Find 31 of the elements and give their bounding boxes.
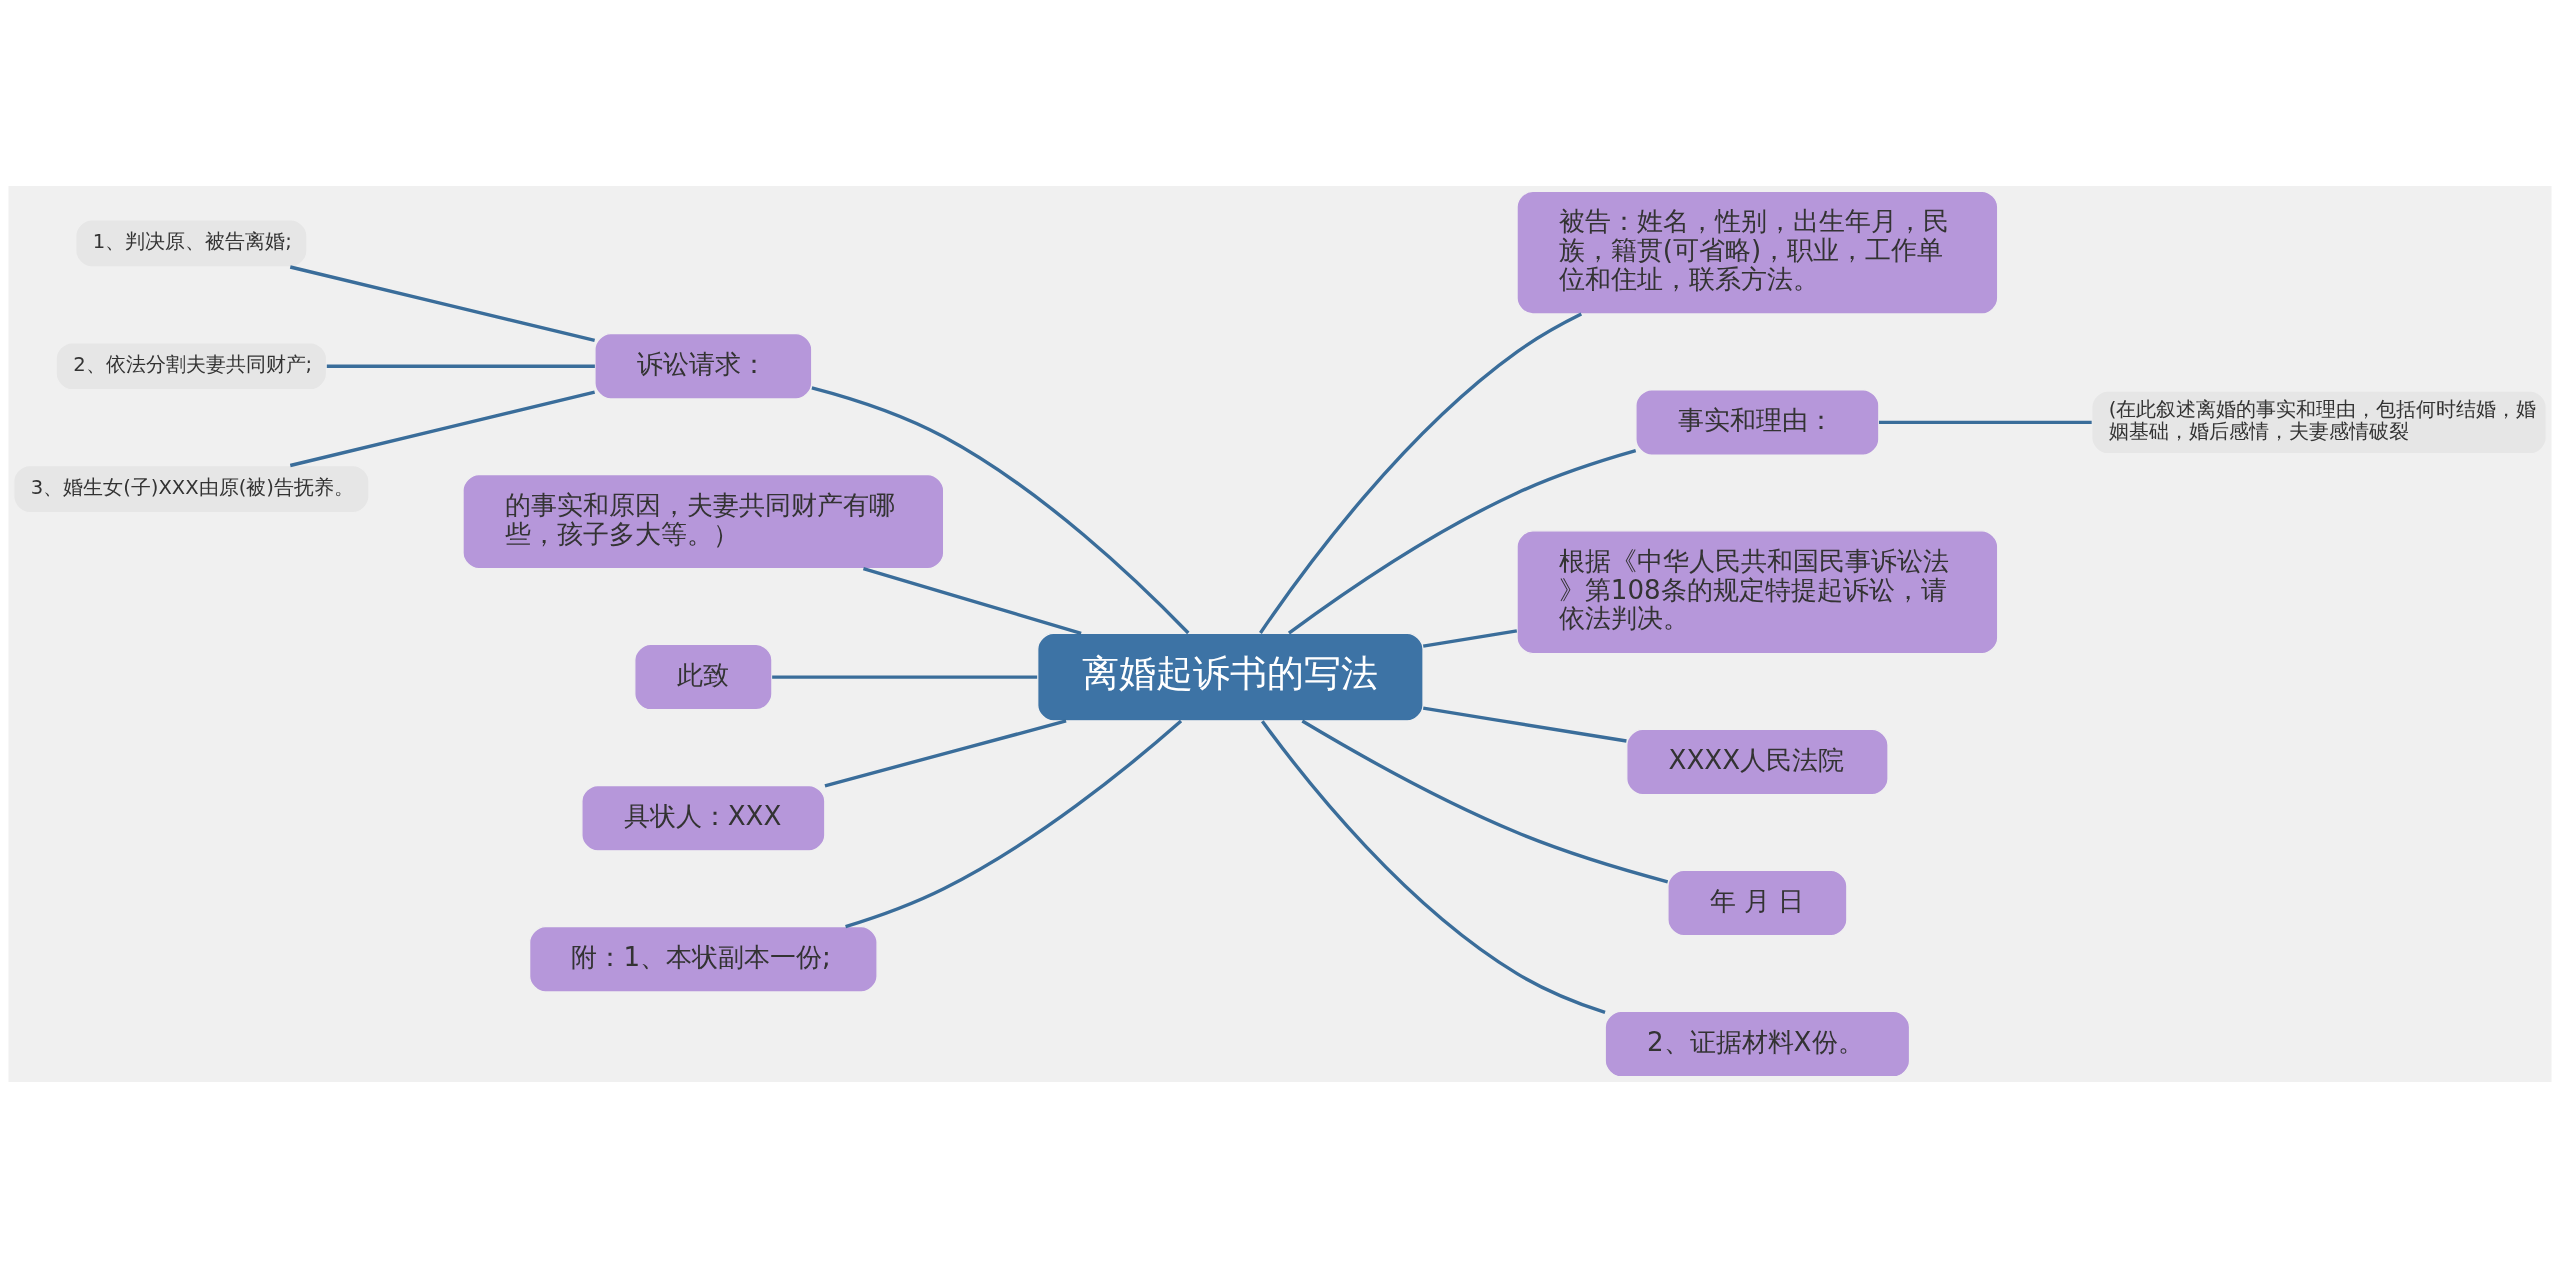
node-box: 1、判决原、被告离婚; (75, 218, 308, 268)
connector (1260, 719, 1606, 1014)
connector (1422, 628, 1518, 648)
node-box: 的事实和原因，夫妻共同财产有哪些，孩子多大等。） (462, 473, 945, 569)
connector (1422, 705, 1627, 743)
connector (824, 718, 1067, 787)
connector (289, 264, 596, 342)
connector (862, 566, 1082, 635)
connector (1878, 420, 2092, 424)
connector (845, 719, 1183, 928)
node-box: 2、证据材料X份。 (1604, 1010, 1911, 1077)
node-box: 事实和理由： (1635, 388, 1880, 456)
node-box: XXXX人民法院 (1626, 728, 1889, 795)
connector (1301, 719, 1669, 883)
connector (1259, 312, 1583, 634)
node-box: 年 月 日 (1667, 869, 1848, 936)
node-box: 此致 (634, 643, 773, 710)
node-box: 2、依法分割夫妻共同财产; (55, 341, 328, 390)
node-box: 3、婚生女(子)XXX由原(被)告抚养。 (13, 464, 370, 513)
connector (1287, 448, 1637, 634)
connector (326, 364, 595, 368)
connector (811, 385, 1190, 634)
node-box: (在此叙述离婚的事实和理由，包括何时结婚，婚姻基础，婚后感情，夫妻感情破裂 (2091, 389, 2547, 454)
connector (772, 674, 1038, 679)
node-box: 被告：姓名，性别，出生年月，民族，籍贯(可省略)，职业，工作单位和住址，联系方法。 (1516, 190, 1999, 315)
connector (289, 389, 596, 467)
node-box: 根据《中华人民共和国民事诉讼法》第108条的规定特提起诉讼，请依法判决。 (1516, 529, 1999, 654)
node-box: 具状人：XXX (581, 784, 826, 851)
node-box: 离婚起诉书的写法 (1037, 632, 1424, 721)
node-box: 附：1、本状副本一份; (528, 925, 878, 993)
node-box: 诉讼请求： (594, 332, 813, 400)
